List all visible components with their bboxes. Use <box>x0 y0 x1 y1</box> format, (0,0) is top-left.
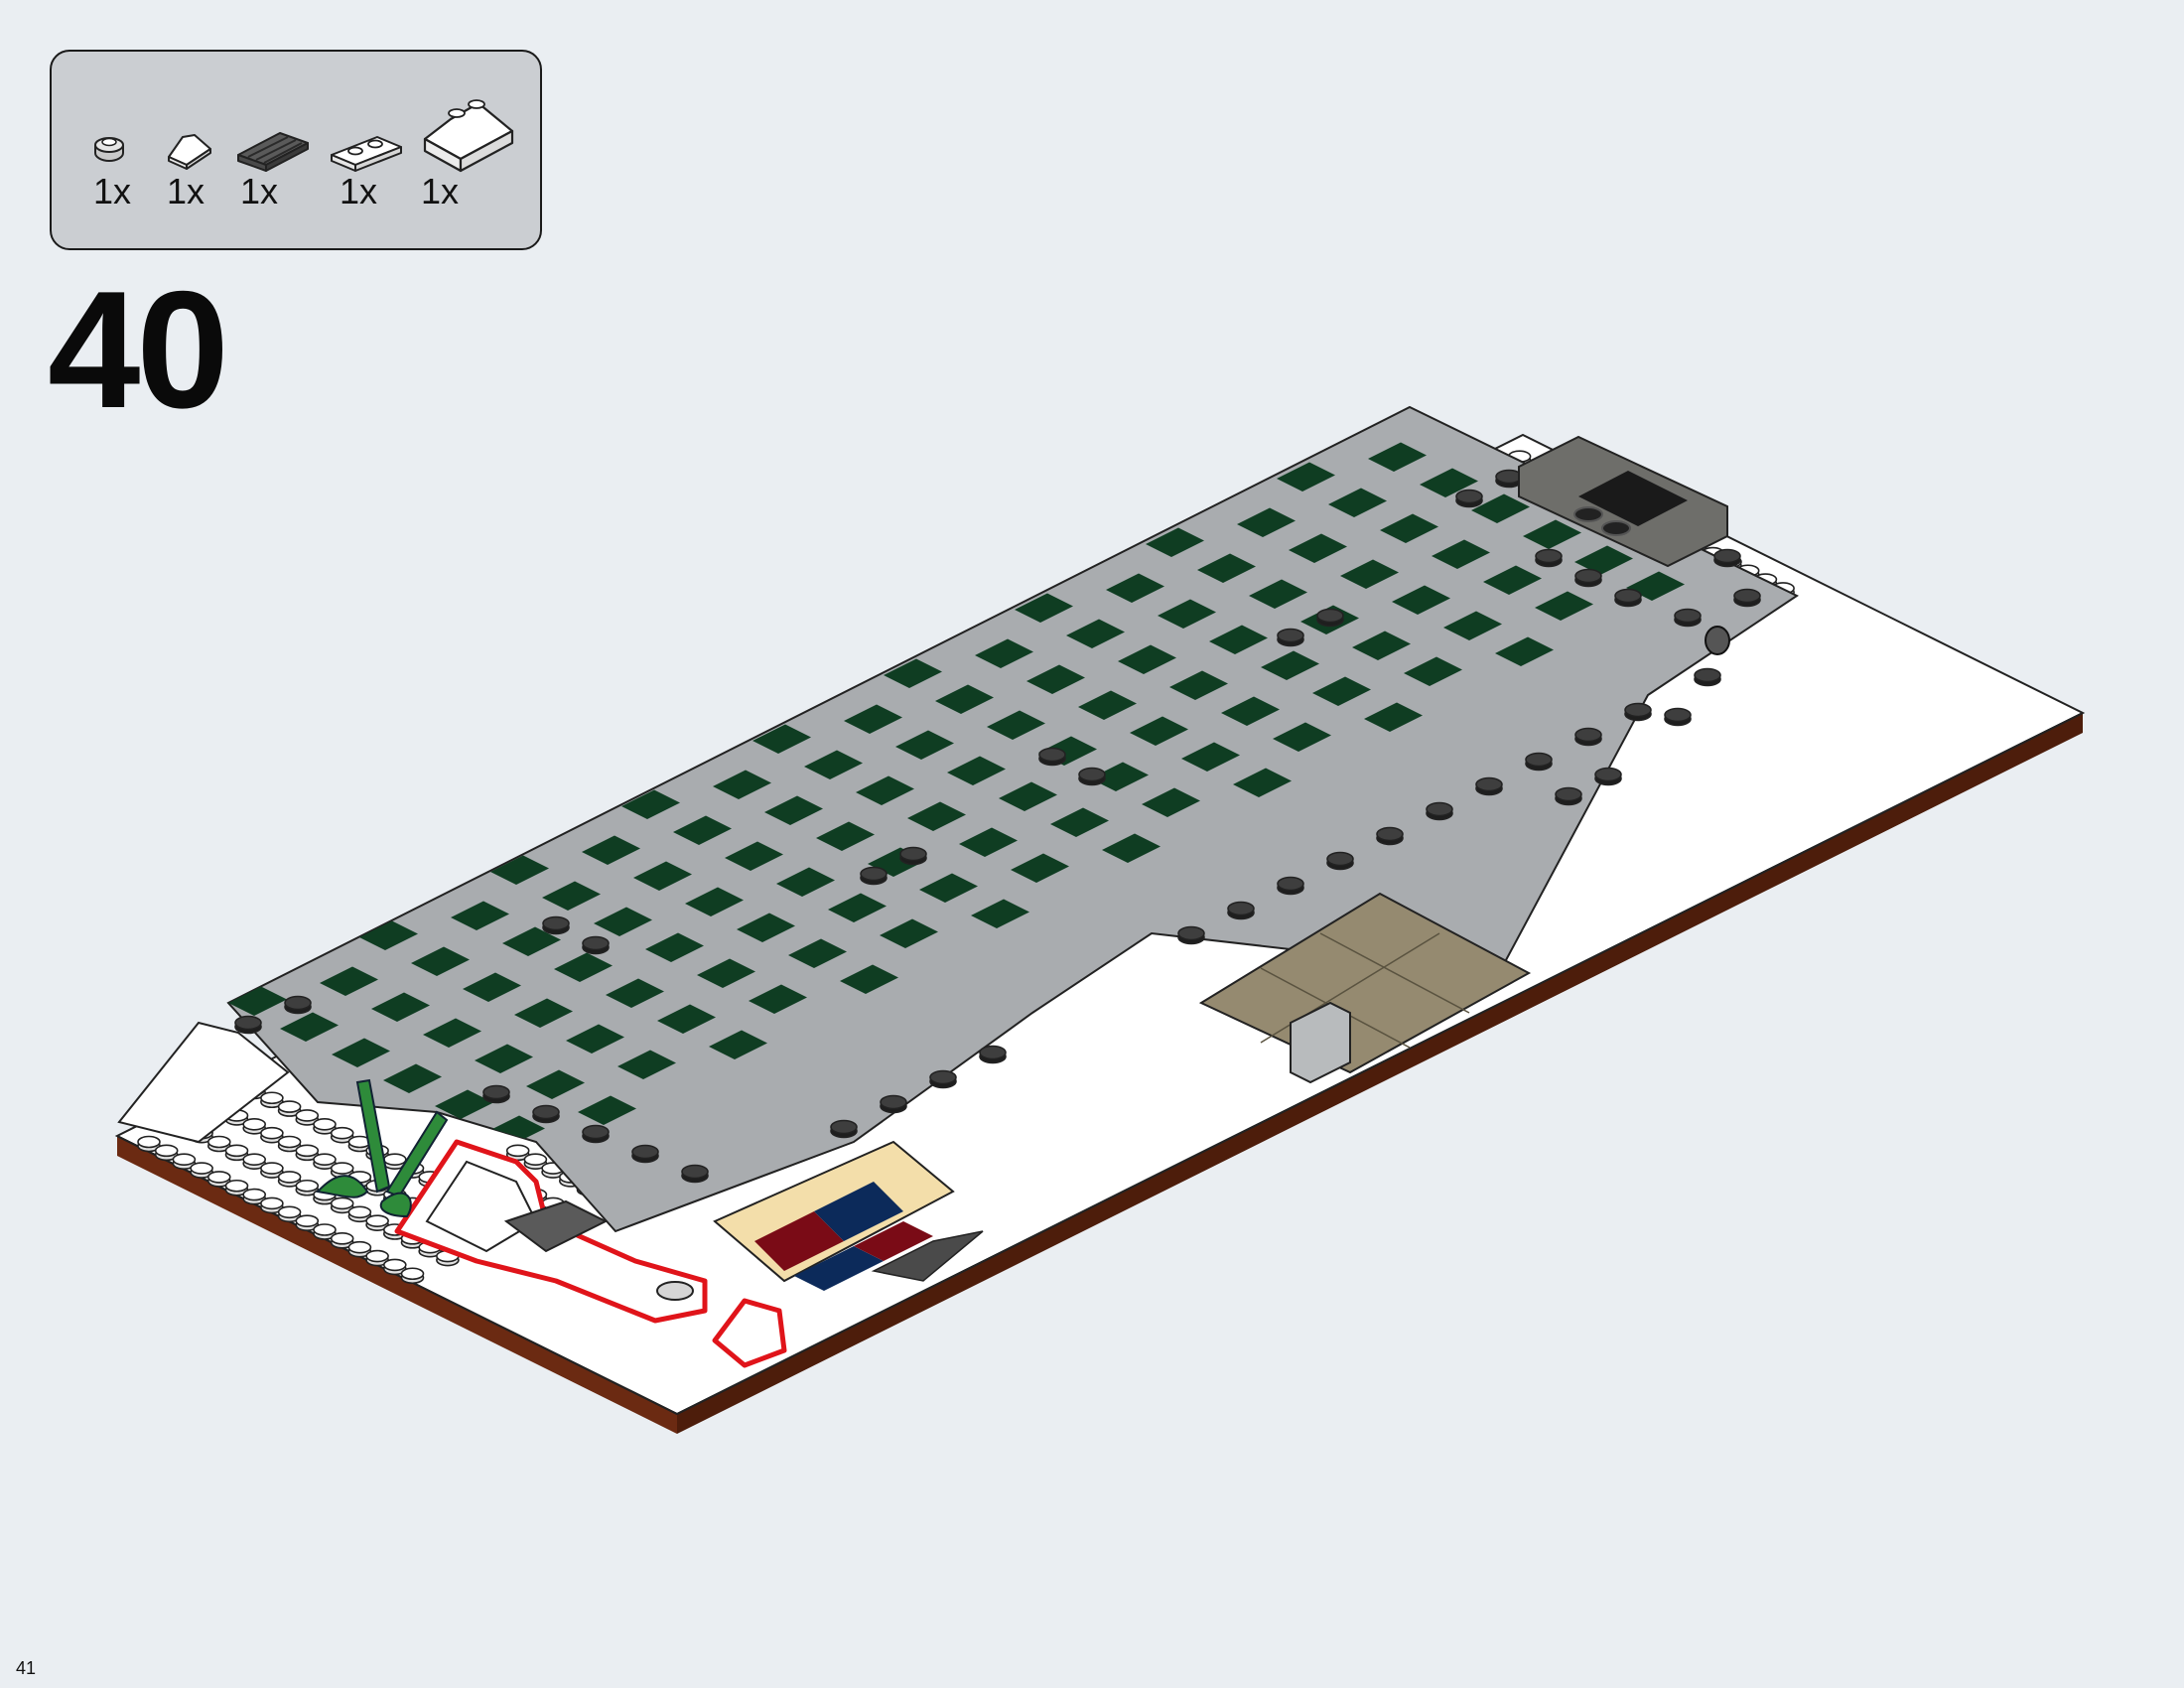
part-round-plate: 1x <box>89 131 139 220</box>
parts-list-callout: 1x 1x 1x 1x <box>50 50 542 250</box>
roof-studs <box>234 469 1761 1184</box>
qty-label: 1x <box>421 171 460 211</box>
left-end-slopes <box>117 1021 290 1144</box>
round-plate-icon <box>94 137 124 162</box>
corner-structure <box>1518 435 1730 655</box>
part-slope-small: 1x <box>165 127 224 220</box>
qty-label: 1x <box>93 171 132 211</box>
part-grille-tile: 1x <box>234 127 314 220</box>
new-parts-highlight <box>394 1139 787 1368</box>
roof-green-tiles <box>228 442 1685 1145</box>
slope-large-icon <box>423 99 514 173</box>
tan-floor-room <box>1198 892 1532 1084</box>
qty-label: 1x <box>167 171 205 211</box>
grille-tile-icon <box>237 132 309 172</box>
colored-tile-floor <box>713 1140 984 1291</box>
page-number: 41 <box>16 1658 37 1678</box>
plant-icon <box>315 1078 449 1218</box>
qty-label: 1x <box>240 171 279 211</box>
plate-1x2-icon <box>331 136 402 172</box>
part-plate-1x2: 1x <box>328 127 407 220</box>
part-slope-large: 1x <box>421 89 520 220</box>
qty-label: 1x <box>340 171 378 211</box>
step-number: 40 <box>48 256 229 443</box>
slope-small-icon <box>168 134 211 170</box>
